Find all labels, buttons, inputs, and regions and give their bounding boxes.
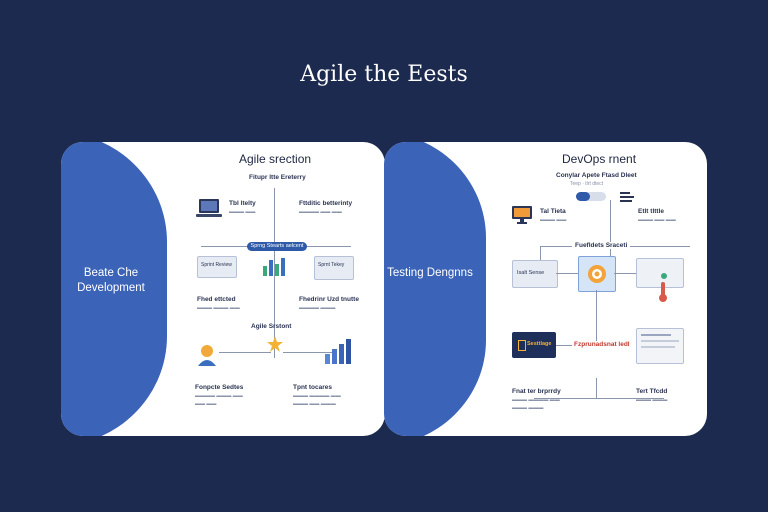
- sprint-review-box: Sprint Review: [197, 256, 237, 278]
- flow-label: Fuefldets Sraceti: [572, 242, 631, 249]
- stage-badge-label: Sesttlage: [527, 341, 552, 347]
- devops-subheading: Conylar Apete Ftasd Dleet: [556, 172, 637, 179]
- sprint-key-box: Sprnt Tekey: [314, 256, 354, 280]
- flow-lower-drop: [596, 290, 597, 342]
- devops-side-panel: [384, 142, 486, 436]
- bottom-left-title-r: Fnat ter brprrdy: [512, 388, 561, 395]
- bottom-left-note: ▬▬▬▬ ▬▬▬ ▬▬: [195, 393, 243, 399]
- bottom-right-line: [283, 352, 333, 353]
- list-icon: [620, 192, 634, 202]
- monitor-title: Tal Tieta: [540, 208, 566, 215]
- isolate-box: Isalt Sense: [512, 260, 558, 288]
- page-title: Agile the Eests: [300, 62, 468, 87]
- sprint-key-label: Sprnt Tekey: [318, 262, 345, 268]
- bottom-left-note-2: ▬▬ ▬▬: [195, 401, 217, 407]
- bottom-center-label: Fzprunadsnat ledl: [572, 341, 632, 348]
- laptop-title: Tbl ltelty: [229, 200, 256, 207]
- mid-left-title: Fhed ettcted: [197, 296, 236, 303]
- laptop-icon: [196, 199, 222, 217]
- toggle-knob: [576, 192, 590, 201]
- monitor-box: [636, 258, 684, 288]
- isolate-label: Isalt Sense: [517, 270, 545, 276]
- bottom-left-note-r: ▬▬▬ ▬▬▬▬ ▬▬: [512, 397, 560, 403]
- person-icon: [198, 345, 216, 366]
- agile-spine-line: [274, 188, 275, 358]
- growth-chart-icon: [325, 339, 351, 364]
- stage-badge: Sesttlage: [512, 332, 556, 358]
- monitor-icon: [512, 206, 532, 224]
- agile-side-panel: [61, 142, 167, 436]
- agile-subheading: Fitupr ltte Ereterry: [249, 174, 306, 181]
- sprint-pill: Sprng Stearts aelcent: [247, 242, 307, 251]
- top-right-title: Fttditic betterinty: [299, 200, 353, 207]
- bottom-right-note-2: ▬▬▬ ▬▬ ▬▬▬: [293, 401, 336, 407]
- bottom-right-note-r: ▬▬▬ ▬▬▬: [636, 397, 668, 403]
- report-line-2: [641, 340, 679, 342]
- mid-left-note: ▬▬▬ ▬▬▬ ▬▬: [197, 305, 240, 311]
- deploy-box: [578, 256, 616, 292]
- devops-side-label: Testing Dengnns: [387, 267, 473, 279]
- bottom-left-note-r2: ▬▬▬ ▬▬▬: [512, 405, 544, 411]
- right-top-title: Etlt tlttle: [638, 208, 664, 215]
- bottom-right-title: Tpnt tocares: [293, 384, 333, 391]
- report-line-1: [641, 334, 671, 336]
- report-box: [636, 328, 684, 364]
- shield-icon: [518, 340, 526, 351]
- agile-card: Beate Che Development Agile srection Fit…: [61, 142, 385, 436]
- star-node-icon: [267, 336, 283, 352]
- agile-side-label: Beate Che Development: [77, 267, 145, 294]
- flow-return-drop: [596, 378, 597, 398]
- report-line-3: [641, 346, 675, 348]
- status-dot-icon: [661, 273, 667, 279]
- bottom-left-line: [219, 352, 271, 353]
- flow-center-drop: [610, 200, 611, 262]
- team-chart-icon: [263, 258, 285, 276]
- bottom-right-note: ▬▬▬ ▬▬▬▬ ▬▬: [293, 393, 341, 399]
- agile-heading: Agile srection: [239, 152, 312, 166]
- agile-bottom-heading: Agile Srstont: [251, 323, 292, 330]
- mid-right-title: Fhedrinr Uzd tnutte: [299, 296, 359, 303]
- sprint-review-label: Sprint Review: [201, 262, 232, 268]
- flow-left-drop: [540, 246, 541, 264]
- devops-card: Testing Dengnns DevOps rnent Conylar Ape…: [384, 142, 707, 436]
- toggle-switch[interactable]: [576, 192, 606, 201]
- bottom-right-title-r: Tert Tfcdd: [636, 388, 668, 395]
- devops-subnote: Teep · tlrt dtect: [570, 181, 604, 187]
- gear-icon: [588, 265, 606, 283]
- laptop-note: ▬▬▬ ▬▬: [229, 209, 256, 215]
- mid-right-note: ▬▬▬▬ ▬▬▬: [299, 305, 336, 311]
- devops-heading: DevOps rnent: [562, 152, 637, 166]
- top-right-note: ▬▬▬▬ ▬▬ ▬▬: [299, 209, 342, 215]
- flow-mid-line: [556, 273, 578, 274]
- thermometer-icon: [659, 282, 667, 302]
- monitor-note: ▬▬▬ ▬▬: [540, 217, 567, 223]
- right-top-note: ▬▬▬ ▬▬ ▬▬: [638, 217, 676, 223]
- flow-return-line: [534, 398, 664, 399]
- bottom-left-title: Fonpcte Sedtes: [195, 384, 244, 391]
- flow-right-line: [614, 273, 636, 274]
